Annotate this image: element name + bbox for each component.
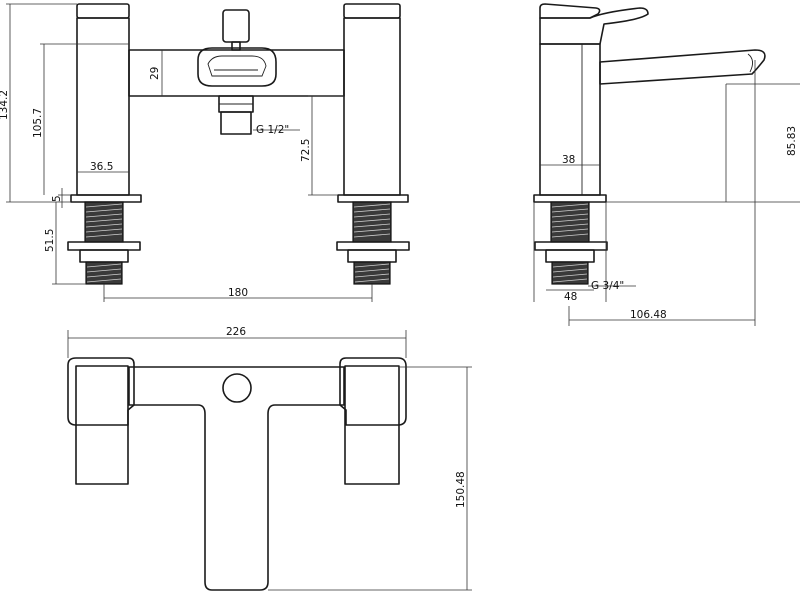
plan-left-lever	[67, 357, 135, 426]
plan-diverter	[222, 373, 252, 403]
dim-overall-width: 226	[226, 326, 246, 338]
dim-spout-height: 72.5	[300, 139, 312, 162]
right-handle-cap	[343, 3, 401, 19]
front-view: 134.2 105.7 29 72.5 36.5 5 51.5 180 G 1/…	[0, 3, 410, 302]
side-handle	[539, 7, 649, 45]
right-washer	[336, 241, 410, 251]
dim-body-width: 38	[562, 154, 575, 166]
side-washer	[534, 241, 608, 251]
side-view: 85.83 38 48 106.48 G 3/4"	[533, 3, 800, 326]
diverter-stem	[222, 9, 250, 43]
side-body	[539, 43, 601, 196]
dim-bridge-height: 29	[149, 67, 161, 80]
diverter-neck	[231, 41, 241, 51]
plan-bridge-spout	[128, 366, 345, 591]
plan-right-body	[344, 365, 400, 485]
side-tail-thread	[551, 261, 589, 285]
left-washer	[67, 241, 141, 251]
dim-centres: 180	[228, 287, 248, 299]
side-nut	[545, 249, 595, 263]
left-nut	[79, 249, 129, 263]
thread-label-diverter: G 1/2"	[256, 124, 289, 136]
left-handle-cap	[76, 3, 130, 19]
plan-view: 226 150.48	[67, 326, 472, 591]
dim-base-width: 48	[564, 291, 577, 303]
bridge	[128, 49, 345, 97]
left-flange	[70, 194, 142, 203]
dim-plan-depth: 150.48	[455, 471, 467, 508]
dim-shank: 51.5	[44, 229, 56, 252]
plan-right-lever	[339, 357, 407, 426]
dim-height-body: 105.7	[32, 108, 44, 138]
dim-height-total: 134.2	[0, 90, 10, 120]
plan-left-body	[75, 365, 129, 485]
hose-outlet	[220, 111, 252, 135]
thread-label-inlet: G 3/4"	[591, 280, 624, 292]
dim-handle-width: 36.5	[90, 161, 113, 173]
right-flange	[337, 194, 409, 203]
side-flange	[533, 194, 607, 203]
side-spout	[599, 49, 766, 85]
dim-flange: 5	[51, 195, 63, 202]
dim-projection: 106.48	[630, 309, 667, 321]
diverter-lever	[197, 47, 277, 87]
right-nut	[347, 249, 397, 263]
dim-side-spout-height: 85.83	[786, 126, 798, 156]
right-body	[343, 17, 401, 196]
side-handle-lever	[539, 3, 601, 19]
